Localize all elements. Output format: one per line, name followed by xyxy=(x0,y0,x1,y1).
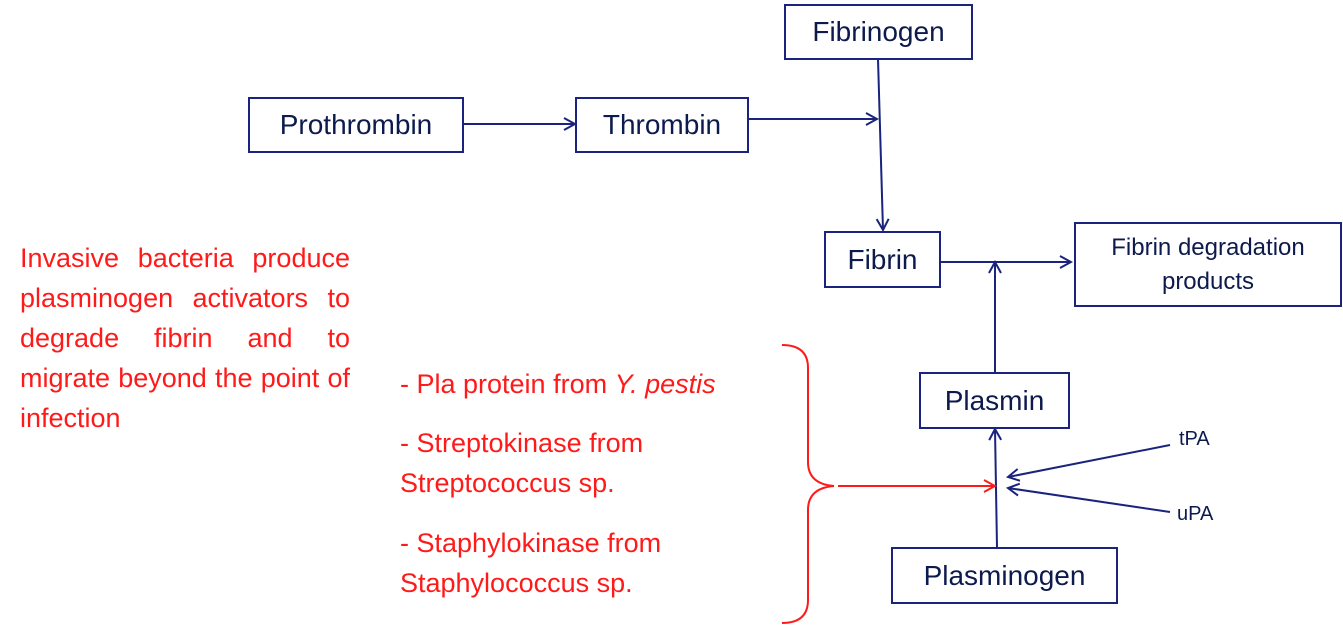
fibrin-degradation-products-line1: Fibrin degradation xyxy=(1111,233,1305,261)
fibrin-box: Fibrin xyxy=(824,231,941,288)
staphylokinase-line1: - Staphylokinase from xyxy=(400,528,662,558)
arrow-tpa-activation xyxy=(1008,444,1171,477)
fibrin-label: Fibrin xyxy=(847,243,918,275)
staphylokinase-item: - Staphylokinase from Staphylococcus sp. xyxy=(400,523,720,603)
streptokinase-line2: Streptococcus sp. xyxy=(400,468,615,498)
plasmin-label: Plasmin xyxy=(944,384,1045,416)
streptokinase-item: - Streptokinase from Streptococcus sp. xyxy=(400,423,700,503)
tpa-label: tPA xyxy=(1179,428,1210,450)
staphylokinase-line2: Staphylococcus sp. xyxy=(400,568,633,598)
pla-protein-organism: Y. pestis xyxy=(614,369,716,399)
pla-protein-item: - Pla protein from Y. pestis xyxy=(400,364,790,404)
plasminogen-label: Plasminogen xyxy=(923,559,1086,591)
streptokinase-line1: - Streptokinase from xyxy=(400,428,644,458)
fibrin-degradation-products-line2: products xyxy=(1161,267,1255,295)
prothrombin-box: Prothrombin xyxy=(248,97,464,153)
thrombin-box: Thrombin xyxy=(575,97,749,153)
bacteria-description: Invasive bacteria produce plasminogen ac… xyxy=(20,243,350,433)
pla-protein-prefix: - Pla protein from xyxy=(400,369,615,399)
fibrinogen-label: Fibrinogen xyxy=(812,16,945,47)
plasminogen-box: Plasminogen xyxy=(891,547,1118,604)
arrow-fibrinogen-to-fibrin xyxy=(878,58,883,230)
plasmin-box: Plasmin xyxy=(919,372,1070,429)
arrow-upa-activation xyxy=(1008,488,1171,513)
prothrombin-label: Prothrombin xyxy=(279,109,433,140)
upa-label: uPA xyxy=(1177,503,1214,525)
arrow-plasminogen-to-plasmin xyxy=(995,429,997,548)
fibrin-degradation-products-box: Fibrin degradation products xyxy=(1074,222,1342,307)
fibrinogen-box: Fibrinogen xyxy=(784,4,973,60)
thrombin-label: Thrombin xyxy=(602,109,722,140)
right-curly-brace xyxy=(781,344,835,624)
